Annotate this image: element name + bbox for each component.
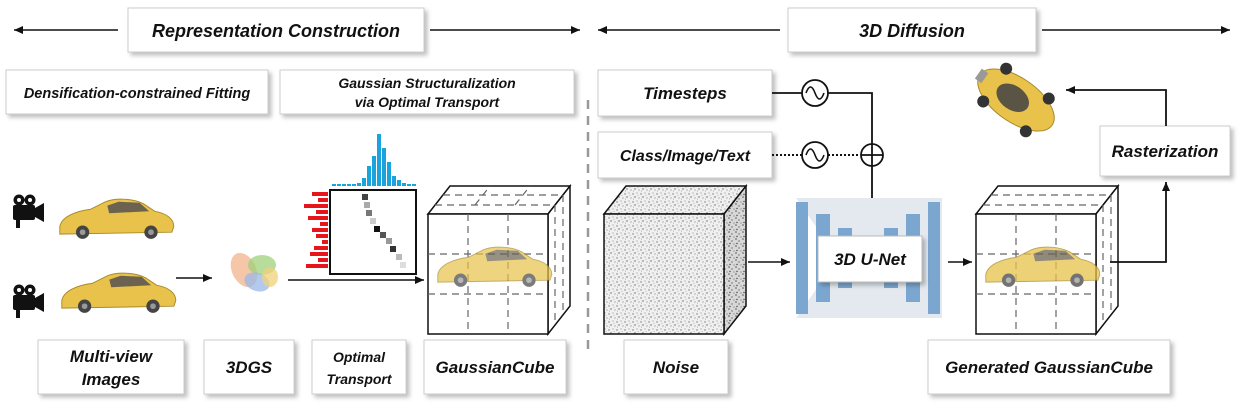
label-3dgs: 3DGS bbox=[226, 358, 273, 377]
section-header-left-box bbox=[127, 7, 425, 53]
label-noise-box bbox=[623, 339, 729, 395]
timesteps-box bbox=[597, 69, 773, 117]
section-header-left: Representation Construction bbox=[152, 21, 400, 41]
label-noise: Noise bbox=[653, 358, 699, 377]
stage-structuralization-line1: Gaussian Structuralization bbox=[338, 75, 515, 91]
label-gaussiancube: GaussianCube bbox=[435, 358, 554, 377]
section-header-right: 3D Diffusion bbox=[859, 21, 965, 41]
gaussiancube-dashes bbox=[428, 185, 564, 334]
noise-cube bbox=[602, 183, 748, 337]
label-gaussiancube-box bbox=[423, 339, 567, 395]
label-multiview-line1: Multi-view bbox=[70, 347, 154, 366]
label-ot-line1: Optimal bbox=[333, 349, 386, 365]
label-3dgs-box bbox=[203, 339, 295, 395]
unet-block bbox=[796, 198, 942, 318]
timesteps-label: Timesteps bbox=[643, 84, 727, 103]
car-view-1 bbox=[59, 198, 175, 240]
label-generated: Generated GaussianCube bbox=[945, 358, 1153, 377]
rendered-car bbox=[974, 62, 1055, 138]
stage-structuralization-line2: via Optimal Transport bbox=[355, 94, 501, 110]
sine-wave-icon bbox=[801, 79, 829, 107]
transport-matrix bbox=[329, 189, 417, 275]
plus-circle-icon bbox=[860, 143, 884, 167]
timesteps-path bbox=[828, 92, 873, 144]
condition-box bbox=[597, 131, 773, 179]
rasterization-label: Rasterization bbox=[1112, 142, 1219, 161]
label-generated-box bbox=[927, 339, 1171, 395]
transport-histogram-top bbox=[332, 134, 416, 186]
unet-label: 3D U-Net bbox=[834, 250, 907, 269]
stage-fitting-box bbox=[5, 69, 269, 115]
label-multiview-line2: Images bbox=[82, 370, 141, 389]
stage-fitting: Densification-constrained Fitting bbox=[24, 86, 251, 102]
transport-matrix-cells bbox=[362, 194, 406, 268]
transport-histogram-left bbox=[304, 192, 328, 268]
rasterization-box bbox=[1099, 125, 1231, 177]
arrow-generated-to-raster bbox=[1110, 182, 1170, 263]
car-view-2 bbox=[61, 272, 177, 314]
movie-camera-icon bbox=[13, 284, 44, 318]
gaussian-splats-icon bbox=[230, 252, 278, 292]
label-ot-line2: Transport bbox=[326, 371, 392, 387]
sine-wave-icon bbox=[801, 141, 829, 169]
stage-structuralization-box bbox=[279, 69, 575, 115]
movie-camera-icon bbox=[13, 194, 44, 228]
arrow-raster-to-render bbox=[1066, 86, 1167, 126]
section-header-right-box bbox=[787, 7, 1037, 53]
condition-label: Class/Image/Text bbox=[620, 148, 751, 165]
label-multiview-box bbox=[37, 339, 185, 395]
label-ot-box bbox=[311, 339, 407, 395]
